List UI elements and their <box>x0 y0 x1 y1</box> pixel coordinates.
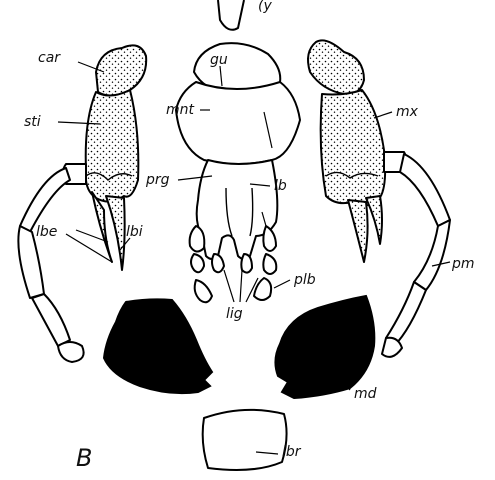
labium <box>176 43 300 302</box>
top-partial-structure <box>218 0 244 30</box>
label-lbi: lbi <box>126 224 143 240</box>
label-lig: lig <box>226 306 243 322</box>
right-stipes <box>321 90 385 206</box>
left-labial-palp-segment-2 <box>191 254 204 272</box>
left-palp-segment-1 <box>20 168 70 232</box>
label-sti: sti <box>24 114 41 130</box>
right-labial-palp-segment-2 <box>263 254 276 274</box>
right-lacinia <box>348 200 368 262</box>
label-md: md <box>354 386 377 402</box>
label-pm: pm <box>451 256 475 272</box>
left-palp-segment-3 <box>32 294 70 346</box>
right-cardo <box>308 40 364 94</box>
label-lb: lb <box>274 178 287 194</box>
labrum <box>203 410 287 470</box>
right-palp-segment-2 <box>414 220 450 290</box>
right-palp-segment-3 <box>386 282 426 346</box>
right-palp-segment-1 <box>400 154 450 226</box>
label-car: car <box>38 50 61 66</box>
left-mandible <box>104 299 212 393</box>
label-mx: mx <box>396 104 419 120</box>
left-cardo <box>96 45 146 95</box>
right-labial-palp-segment-1 <box>263 226 276 251</box>
panel-letter: B <box>76 444 92 472</box>
label-gu: gu <box>210 52 228 68</box>
right-glossa <box>241 254 252 273</box>
left-lacinia <box>106 196 125 270</box>
top-partial-label: (y <box>258 0 272 14</box>
left-glossa <box>212 254 224 272</box>
left-palp-segment-4 <box>58 342 84 362</box>
left-stipes <box>86 90 139 202</box>
left-labial-palp-segment-1 <box>190 226 205 252</box>
label-lbr: lbr <box>282 444 302 460</box>
label-mnt: mnt <box>166 102 195 118</box>
label-plb: plb <box>293 272 316 288</box>
right-mandible <box>275 296 374 398</box>
mentum <box>176 82 300 164</box>
label-prg: prg <box>145 172 170 188</box>
left-labial-palp-segment-3 <box>195 280 212 302</box>
label-lbe: lbe <box>36 224 57 240</box>
